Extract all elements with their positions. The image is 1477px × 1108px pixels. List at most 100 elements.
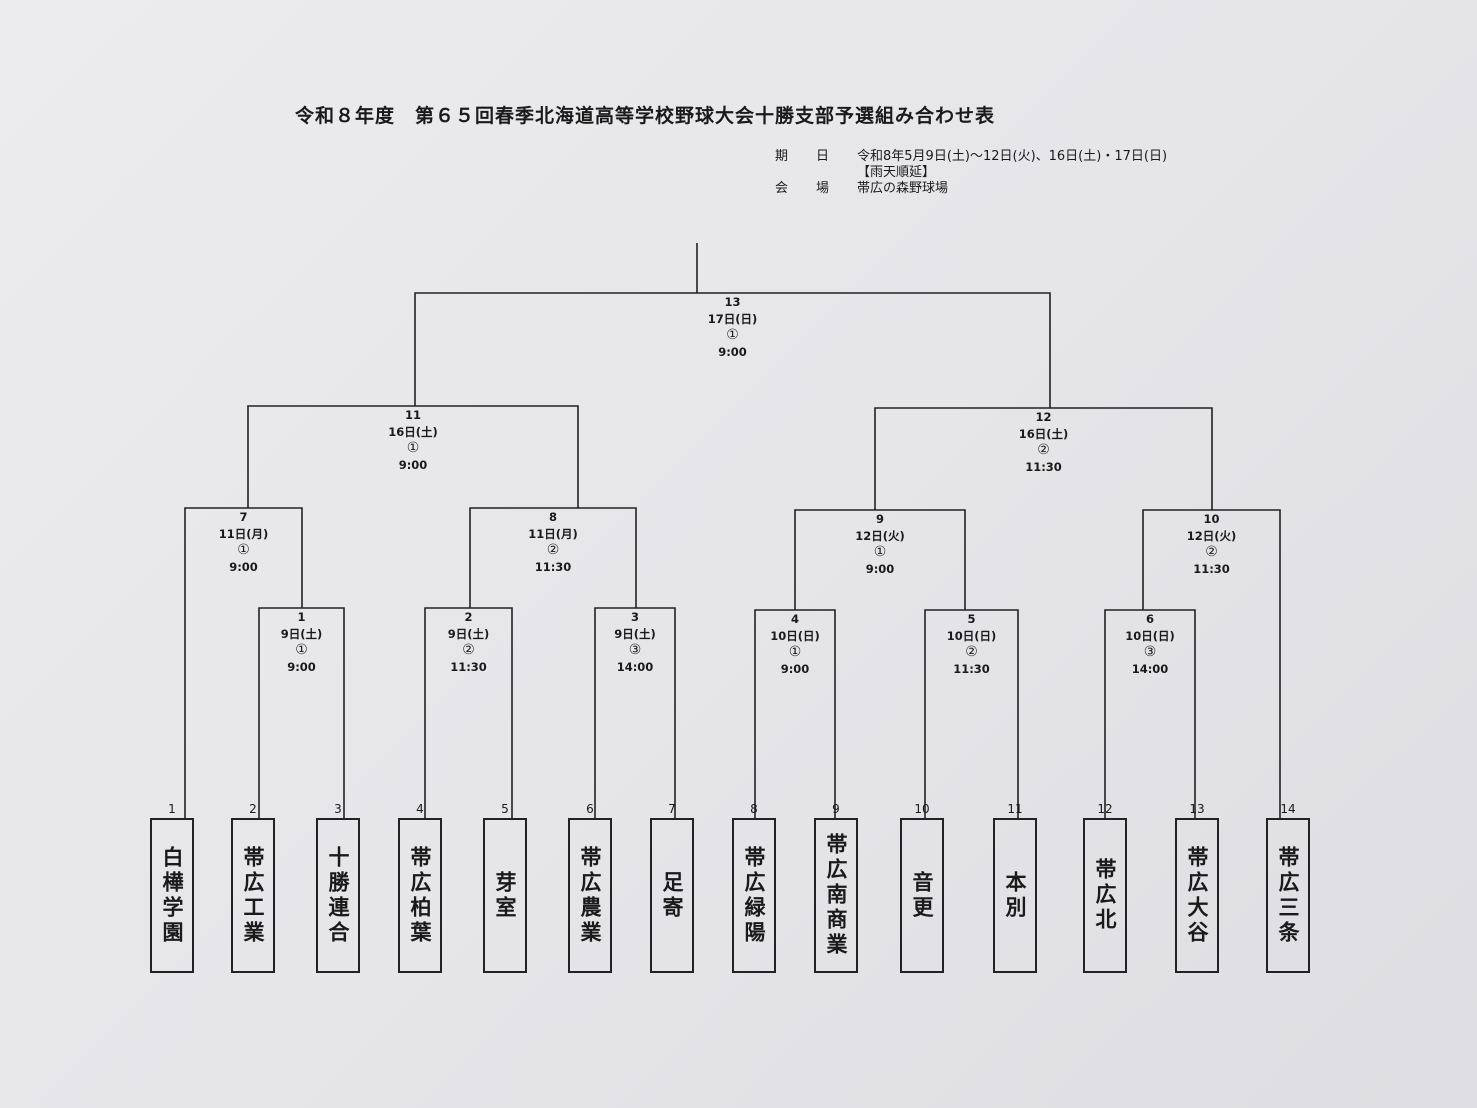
match-no: 2 — [464, 610, 473, 624]
match-no: 7 — [239, 510, 248, 524]
match-date: 16日(土) — [388, 424, 438, 439]
match-no: 1 — [297, 610, 306, 624]
match-no: 8 — [548, 510, 557, 524]
match-time: 9:00 — [287, 659, 316, 674]
team-name: 帯広三条 — [1276, 845, 1300, 946]
match-slot: ① — [873, 544, 887, 560]
team-name: 帯広緑陽 — [742, 845, 766, 946]
team-name: 本別 — [1003, 870, 1027, 921]
team-box: 本別 — [993, 818, 1037, 973]
match-no: 5 — [967, 612, 976, 626]
venue-value: 帯広の森野球場 — [857, 181, 949, 196]
match-date: 11日(月) — [218, 526, 269, 541]
team-seed: 2 — [249, 802, 257, 816]
match-time: 11:30 — [534, 559, 572, 574]
match-slot: ② — [965, 644, 978, 660]
date-label: 期日 — [775, 149, 858, 164]
match-date: 10日(日) — [1125, 628, 1175, 643]
match-date: 9日(土) — [447, 626, 490, 641]
match-no: 10 — [1203, 512, 1220, 526]
match-slot: ③ — [628, 642, 642, 658]
match-slot: ① — [237, 542, 250, 558]
team-name: 帯広工業 — [241, 845, 265, 946]
match-time: 9:00 — [718, 344, 747, 359]
match-slot: ① — [295, 642, 308, 658]
venue-row: 会場帯広の森野球場 — [775, 177, 948, 196]
match-no: 11 — [404, 408, 421, 422]
team-seed: 4 — [416, 802, 424, 816]
team-name: 帯広南商業 — [824, 833, 848, 958]
date-value: 令和8年5月9日(土)～12日(火)、16日(土)・17日(日) — [857, 149, 1168, 164]
match-line-13 — [414, 292, 1051, 408]
match-line-12 — [874, 407, 1213, 510]
team-box: 音更 — [900, 818, 944, 973]
match-line-9 — [794, 509, 966, 610]
date-row: 期日令和8年5月9日(土)～12日(火)、16日(土)・17日(日) — [775, 145, 1167, 164]
venue-label: 会場 — [775, 181, 858, 196]
match-date: 10日(日) — [946, 628, 997, 643]
page-title: 令和８年度 第６５回春季北海道高等学校野球大会十勝支部予選組み合わせ表 — [295, 105, 996, 127]
team-name: 帯広柏葉 — [408, 845, 432, 946]
match-slot: ③ — [1143, 644, 1157, 660]
match-time: 9:00 — [229, 559, 258, 574]
team-seed: 5 — [501, 802, 509, 816]
match-date: 17日(日) — [707, 311, 758, 326]
team-name: 白樺学園 — [160, 845, 184, 946]
match-line-8 — [469, 507, 637, 608]
team-seed: 12 — [1097, 802, 1113, 816]
team-seed: 8 — [750, 802, 758, 816]
match-time: 11:30 — [953, 661, 990, 676]
match-line-6 — [1104, 609, 1196, 818]
match-date: 10日(日) — [770, 628, 820, 643]
match-slot: ② — [1205, 544, 1218, 560]
team-seed: 7 — [668, 802, 676, 816]
team-box: 帯広農業 — [568, 818, 612, 973]
match-no: 13 — [724, 295, 741, 309]
match-time: 9:00 — [780, 661, 810, 676]
match-line-5 — [924, 609, 1019, 818]
match-time: 14:00 — [1131, 661, 1169, 676]
match-slot: ① — [406, 440, 420, 456]
match-line-3 — [594, 607, 676, 818]
team-box: 帯広三条 — [1266, 818, 1310, 973]
match-date: 9日(土) — [280, 626, 323, 641]
match-no: 6 — [1145, 612, 1154, 626]
match-slot: ② — [462, 642, 475, 658]
match-time: 9:00 — [398, 457, 428, 472]
team-seed: 9 — [832, 802, 840, 816]
team-box: 帯広北 — [1083, 818, 1127, 973]
team-name: 足寄 — [660, 870, 684, 921]
match-date: 9日(土) — [614, 626, 656, 641]
team-seed: 3 — [334, 802, 342, 816]
team-box: 帯広工業 — [231, 818, 275, 973]
match-slot: ② — [1037, 442, 1050, 458]
team-box: 帯広南商業 — [814, 818, 858, 973]
match-no: 12 — [1035, 410, 1052, 424]
team-name: 音更 — [910, 870, 934, 921]
team-seed: 14 — [1280, 802, 1296, 816]
team-seed: 1 — [168, 802, 176, 816]
team-box: 足寄 — [650, 818, 694, 973]
match-no: 4 — [790, 612, 799, 626]
match-slot: ① — [726, 327, 739, 343]
team-name: 十勝連合 — [326, 845, 350, 946]
match-time: 14:00 — [616, 659, 654, 674]
team-box: 帯広緑陽 — [732, 818, 776, 973]
team-box: 芽室 — [483, 818, 527, 973]
match-date: 12日(火) — [855, 528, 905, 543]
match-time: 11:30 — [1193, 561, 1230, 576]
match-no: 9 — [875, 512, 884, 526]
match-date: 12日(火) — [1186, 528, 1237, 543]
team-seed: 13 — [1189, 802, 1205, 816]
